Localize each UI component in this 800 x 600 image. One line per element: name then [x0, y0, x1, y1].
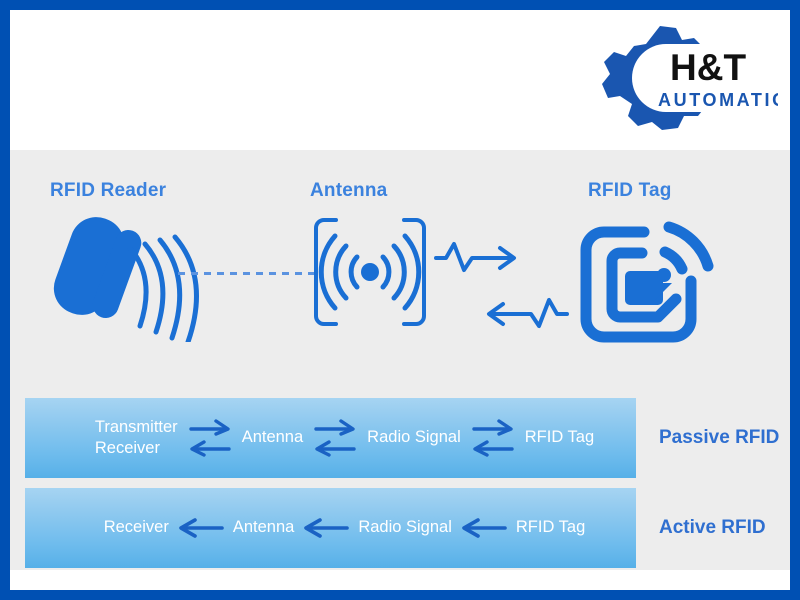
rfid-tag-icon	[572, 205, 722, 355]
left-arrow-icon	[169, 518, 233, 538]
flow-bar-passive: Transmitter Receiver	[25, 398, 636, 478]
heading-antenna: Antenna	[310, 180, 388, 201]
header-band: H&T AUTOMATION	[10, 10, 790, 150]
flow-row-passive: Transmitter Receiver	[25, 398, 779, 478]
logo-brand-text: H&T	[670, 47, 746, 88]
bidirectional-arrow-icon	[178, 418, 242, 458]
gear-icon	[602, 26, 778, 130]
flow-node-transmitter-receiver: Transmitter Receiver	[95, 417, 178, 459]
flow-side-label-passive: Passive RFID	[659, 427, 780, 448]
flow-row-active: Receiver Antenna	[25, 488, 775, 568]
flow-node-rfid-tag: RFID Tag	[515, 518, 586, 537]
antenna-icon	[310, 212, 430, 332]
flow-node-radio-signal: Radio Signal	[358, 518, 452, 537]
footer-strip	[10, 570, 790, 590]
flow-node-antenna: Antenna	[232, 518, 295, 537]
heading-rfid-tag: RFID Tag	[588, 180, 672, 201]
flow-node-rfid-tag: RFID Tag	[524, 428, 595, 447]
bidirectional-arrow-icon	[303, 418, 367, 458]
heading-rfid-reader: RFID Reader	[50, 180, 167, 201]
logo-tagline-text: AUTOMATION	[658, 90, 778, 110]
flow-side-label-active: Active RFID	[659, 517, 766, 538]
flow-node-receiver: Receiver	[103, 518, 169, 537]
left-arrow-icon	[294, 518, 358, 538]
diagram-panel: RFID Reader Antenna RFID Tag	[10, 150, 790, 570]
left-arrow-icon	[452, 518, 516, 538]
reader-antenna-dashed-link	[178, 272, 316, 275]
flow-node-line1: Transmitter	[94, 417, 178, 436]
flow-node-antenna: Antenna	[241, 428, 304, 447]
flow-node-line2: Receiver	[94, 439, 160, 457]
ht-automation-logo: H&T AUTOMATION	[598, 18, 778, 138]
flow-node-radio-signal: Radio Signal	[367, 428, 461, 447]
bidirectional-arrow-icon	[461, 418, 525, 458]
flow-bar-active: Receiver Antenna	[25, 488, 636, 568]
signal-wave-arrows-icon	[434, 238, 569, 333]
content-card: H&T AUTOMATION RFID Reader Antenna RFID …	[10, 10, 790, 590]
rfid-reader-icon	[52, 202, 232, 342]
